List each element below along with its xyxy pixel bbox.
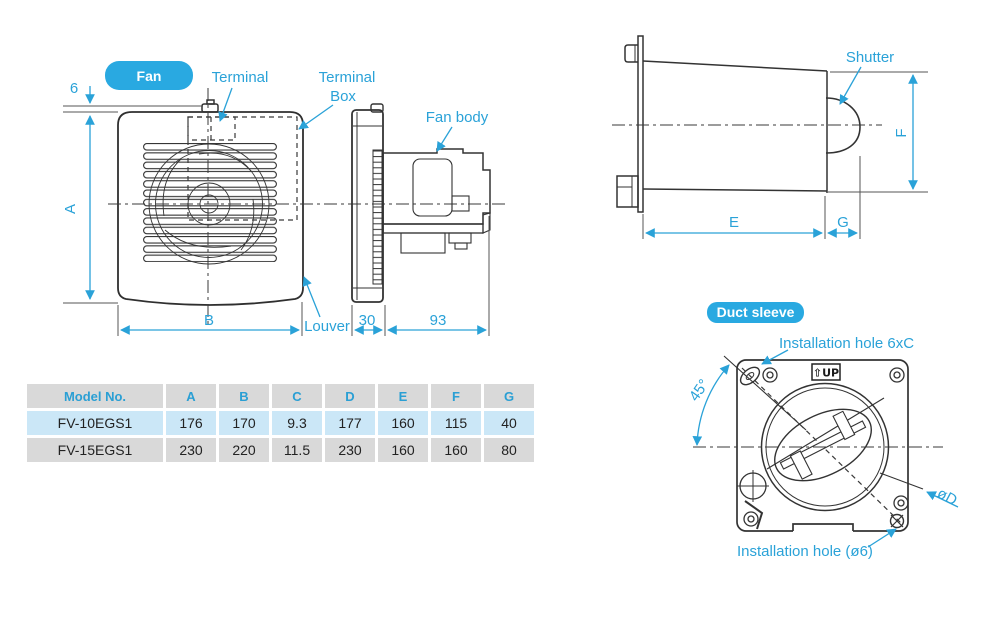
dimension-arrows — [85, 74, 918, 446]
terminal-box-label-line1: Terminal — [319, 69, 376, 86]
dim-45-arc — [692, 364, 730, 446]
sleeve-flange — [616, 35, 644, 213]
fan-top-tab — [201, 99, 219, 113]
duct-sleeve-badge — [707, 302, 804, 323]
diameter-arrow — [926, 491, 959, 508]
fan-side-view — [351, 103, 491, 303]
value-cell: 80 — [484, 438, 534, 462]
shutter-arrow — [839, 66, 862, 105]
col-header-f: F — [431, 384, 481, 408]
duct-sleeve-side-view — [612, 35, 882, 213]
dim-93-label: 93 — [430, 312, 447, 329]
installation-hole-bottom-label: Installation hole (ø6) — [737, 543, 873, 560]
hook-mark — [744, 500, 764, 530]
dim-a-label: A — [62, 204, 79, 214]
model-cell: FV-10EGS1 — [27, 411, 163, 435]
dim-e-label: E — [729, 214, 739, 231]
terminal-box-dashed — [187, 116, 298, 221]
dim-b-label: B — [204, 312, 214, 329]
terminal-label: Terminal — [212, 69, 269, 86]
value-cell: 230 — [325, 438, 375, 462]
dim-g-label: G — [837, 214, 849, 231]
col-header-a: A — [166, 384, 216, 408]
leader-arrows — [218, 66, 959, 548]
col-header-c: C — [272, 384, 322, 408]
shutter-flaps — [774, 408, 872, 482]
fan-badge — [105, 61, 193, 90]
louver-label: Louver — [304, 318, 350, 335]
corner-screws — [743, 367, 909, 527]
value-cell: 160 — [431, 438, 481, 462]
louver-arrow — [302, 276, 321, 318]
phi6-hole — [889, 513, 905, 529]
value-cell: 170 — [219, 411, 269, 435]
col-header-b: B — [219, 384, 269, 408]
fan-motor-body — [382, 148, 491, 254]
fan-body-arrow — [436, 126, 453, 152]
value-cell: 40 — [484, 411, 534, 435]
table-row: FV-15EGS1 230 220 11.5 230 160 160 80 — [27, 438, 534, 462]
dimensions-table: Model No. A B C D E F G FV-10EGS1 176 17… — [24, 381, 537, 465]
col-header-g: G — [484, 384, 534, 408]
dim-f-label: F — [893, 128, 910, 137]
shutter-label: Shutter — [846, 49, 894, 66]
terminal-box-arrow — [298, 104, 334, 130]
value-cell: 220 — [219, 438, 269, 462]
slotted-hole — [739, 366, 761, 386]
terminal-arrow — [218, 87, 233, 122]
louver-grille — [143, 143, 277, 262]
pilot-crosshair — [737, 470, 769, 502]
dim-30-label: 30 — [359, 312, 376, 329]
fan-badge-label: Fan — [137, 68, 162, 84]
table-row: FV-10EGS1 176 170 9.3 177 160 115 40 — [27, 411, 534, 435]
angle-reference-line — [723, 355, 807, 431]
installation-hole-top-arrow — [761, 349, 789, 365]
value-cell: 177 — [325, 411, 375, 435]
angle-45-label: 45° — [686, 376, 713, 404]
up-marking-box — [811, 363, 841, 381]
value-cell: 160 — [378, 411, 428, 435]
diameter-leader-line — [879, 472, 924, 490]
diagonal-line — [766, 397, 885, 470]
fan-body-label: Fan body — [426, 109, 489, 126]
col-header-e: E — [378, 384, 428, 408]
dim-6-label: 6 — [70, 80, 78, 97]
value-cell: 230 — [166, 438, 216, 462]
sleeve-cone — [642, 60, 828, 193]
terminal-box-label-line2: Box — [330, 88, 356, 105]
model-cell: FV-15EGS1 — [27, 438, 163, 462]
extension-lines — [63, 71, 928, 336]
col-header-model: Model No. — [27, 384, 163, 408]
value-cell: 160 — [378, 438, 428, 462]
installation-hole-bottom-arrow — [867, 528, 897, 548]
col-header-d: D — [325, 384, 375, 408]
duct-sleeve-front-view: ⇧UP — [693, 355, 943, 534]
value-cell: 9.3 — [272, 411, 322, 435]
louver-serrations — [372, 149, 383, 285]
table-header-row: Model No. A B C D E F G — [27, 384, 534, 408]
up-marking-label: ⇧UP — [813, 367, 839, 380]
value-cell: 11.5 — [272, 438, 322, 462]
value-cell: 115 — [431, 411, 481, 435]
plate-bottom-notch — [792, 523, 854, 534]
duct-sleeve-badge-label: Duct sleeve — [717, 304, 795, 320]
value-cell: 176 — [166, 411, 216, 435]
installation-hole-top-label: Installation hole 6xC — [779, 335, 914, 352]
